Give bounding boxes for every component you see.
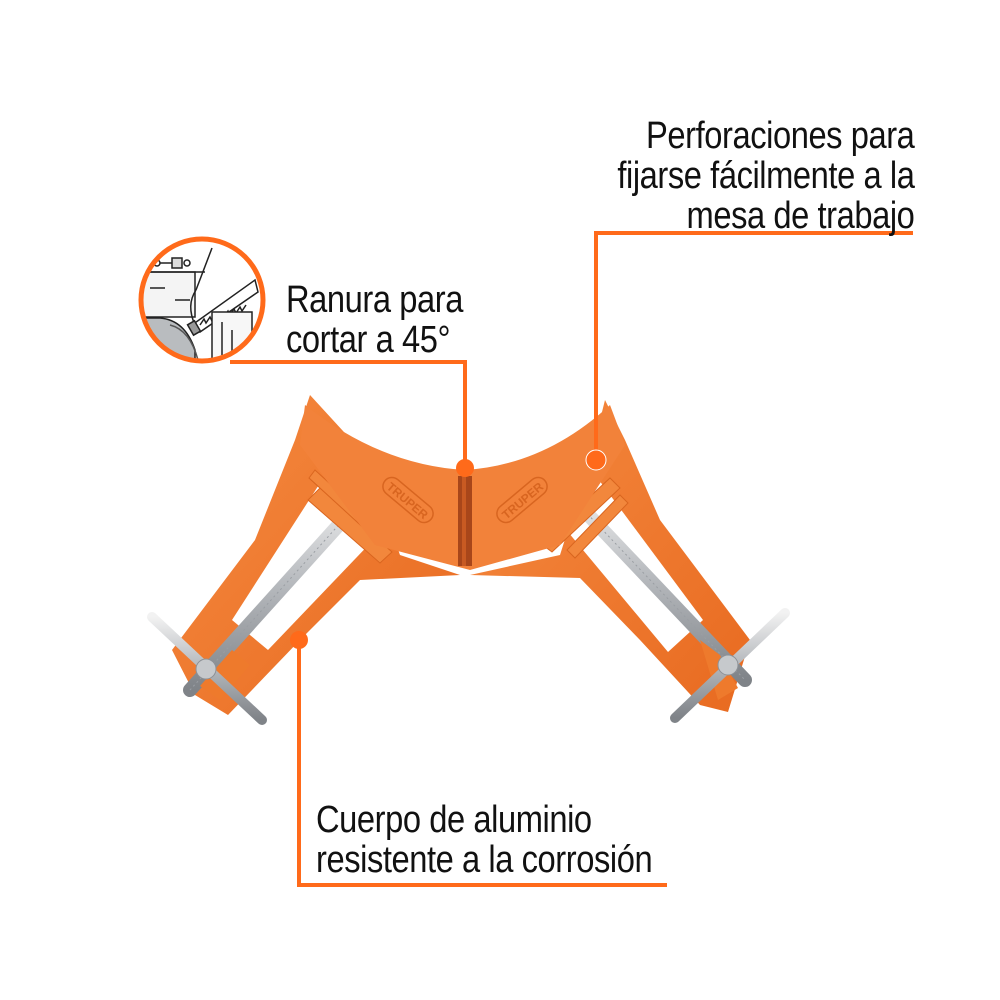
callout-line-holes xyxy=(594,231,913,455)
callout-holes-line-3: mesa de trabajo xyxy=(686,195,914,237)
callout-holes-line-1: Perforaciones para xyxy=(645,115,915,157)
callout-holes-line-2: fijarse fácilmente a la xyxy=(616,155,915,197)
callout-body-line-2: resistente a la corrosión xyxy=(316,839,653,881)
callout-body-line-1: Cuerpo de aluminio xyxy=(316,799,592,841)
callout-lines xyxy=(230,231,913,887)
saw-cutting-icon xyxy=(138,236,266,364)
callout-line-slot xyxy=(230,360,467,462)
callout-slot-text: Ranura para cortar a 45° xyxy=(286,280,463,360)
left-arm xyxy=(147,395,460,725)
callout-holes-text: Perforaciones para fijarse fácilmente a … xyxy=(616,115,915,237)
callout-slot-line-2: cortar a 45° xyxy=(286,319,451,361)
right-arm xyxy=(470,400,790,723)
callout-dot-slot xyxy=(456,459,474,477)
callout-dot-holes xyxy=(585,449,607,471)
callout-dot-body xyxy=(290,631,308,649)
center-block: TRUPER TRUPER xyxy=(300,405,625,570)
callout-body-text: Cuerpo de aluminio resistente a la corro… xyxy=(316,799,653,881)
callout-slot-line-1: Ranura para xyxy=(286,279,463,321)
callout-line-body xyxy=(297,642,667,887)
